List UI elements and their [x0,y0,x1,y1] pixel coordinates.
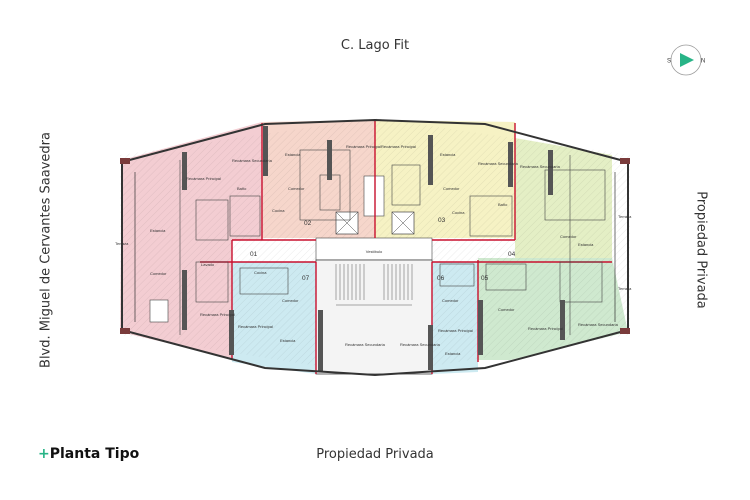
room-label: Estancia [440,152,456,157]
unit-number-05: 05 [481,275,489,282]
room-label: Cocina [272,208,285,213]
room-label: Comedor [288,186,305,191]
room-label: Baño [237,186,247,191]
room-label: Comedor [498,307,515,312]
room-label: Recámara Secundaria [232,158,273,163]
plan-title: +Planta Tipo [38,446,139,462]
unit-number-01: 01 [250,251,258,258]
room-label: Comedor [150,271,167,276]
room-label: Terraza [618,286,632,291]
balcony-railings [182,126,565,372]
unit-number-06: 06 [437,275,445,282]
central-core: Vestíbulo [315,175,433,375]
room-label: Comedor [282,298,299,303]
room-label: Terraza [618,214,632,219]
unit-numbers: 01 02 03 04 05 06 07 [250,217,516,282]
room-label: Comedor [443,186,460,191]
room-label: Comedor [442,298,459,303]
room-label: Estancia [578,242,594,247]
room-label: Recámara Principal [528,326,563,331]
lobby-label: Vestíbulo [366,249,383,254]
room-label: Recámara Secundaria [345,342,386,347]
room-label: Recámara Principal [346,144,381,149]
room-labels: Recámara Principal Estancia Comedor Terr… [115,144,632,356]
unit-dividers [200,120,612,374]
plan-title-text: Planta Tipo [49,446,140,462]
room-label: Recámara Principal [438,328,473,333]
room-label: Recámara Principal [200,312,235,317]
room-label: Estancia [445,351,461,356]
room-label: Baño [498,202,508,207]
room-label: Estancia [280,338,296,343]
room-label: Cocina [452,210,465,215]
compass-icon: S N [667,44,705,76]
plan-title-plus: + [38,446,50,462]
room-label: Recámara Secundaria [478,161,519,166]
room-label: Recámara Principal [381,144,416,149]
room-label: Comedor [560,234,577,239]
compass-south-label: S [667,59,671,65]
building-outline [121,118,629,377]
unit-number-07: 07 [302,275,310,282]
room-label: Recámara Secundaria [520,164,561,169]
room-label: Recámara Secundaria [578,322,619,327]
room-label: Recámara Principal [238,324,273,329]
room-label: Cocina [254,270,267,275]
unit-number-02: 02 [304,220,312,227]
room-label: Recámara Principal [186,176,221,181]
street-label-top: C. Lago Fit [340,38,410,53]
room-label: Recámara Secundaria [400,342,441,347]
room-label: Lavado [201,262,215,267]
compass-north-label: N [701,59,705,65]
unit-number-03: 03 [438,217,446,224]
room-label: Estancia [285,152,301,157]
room-label: Terraza [115,241,129,246]
street-label-bottom: Propiedad Privada [316,447,434,462]
unit-number-04: 04 [508,251,516,258]
room-label: Estancia [150,228,166,233]
